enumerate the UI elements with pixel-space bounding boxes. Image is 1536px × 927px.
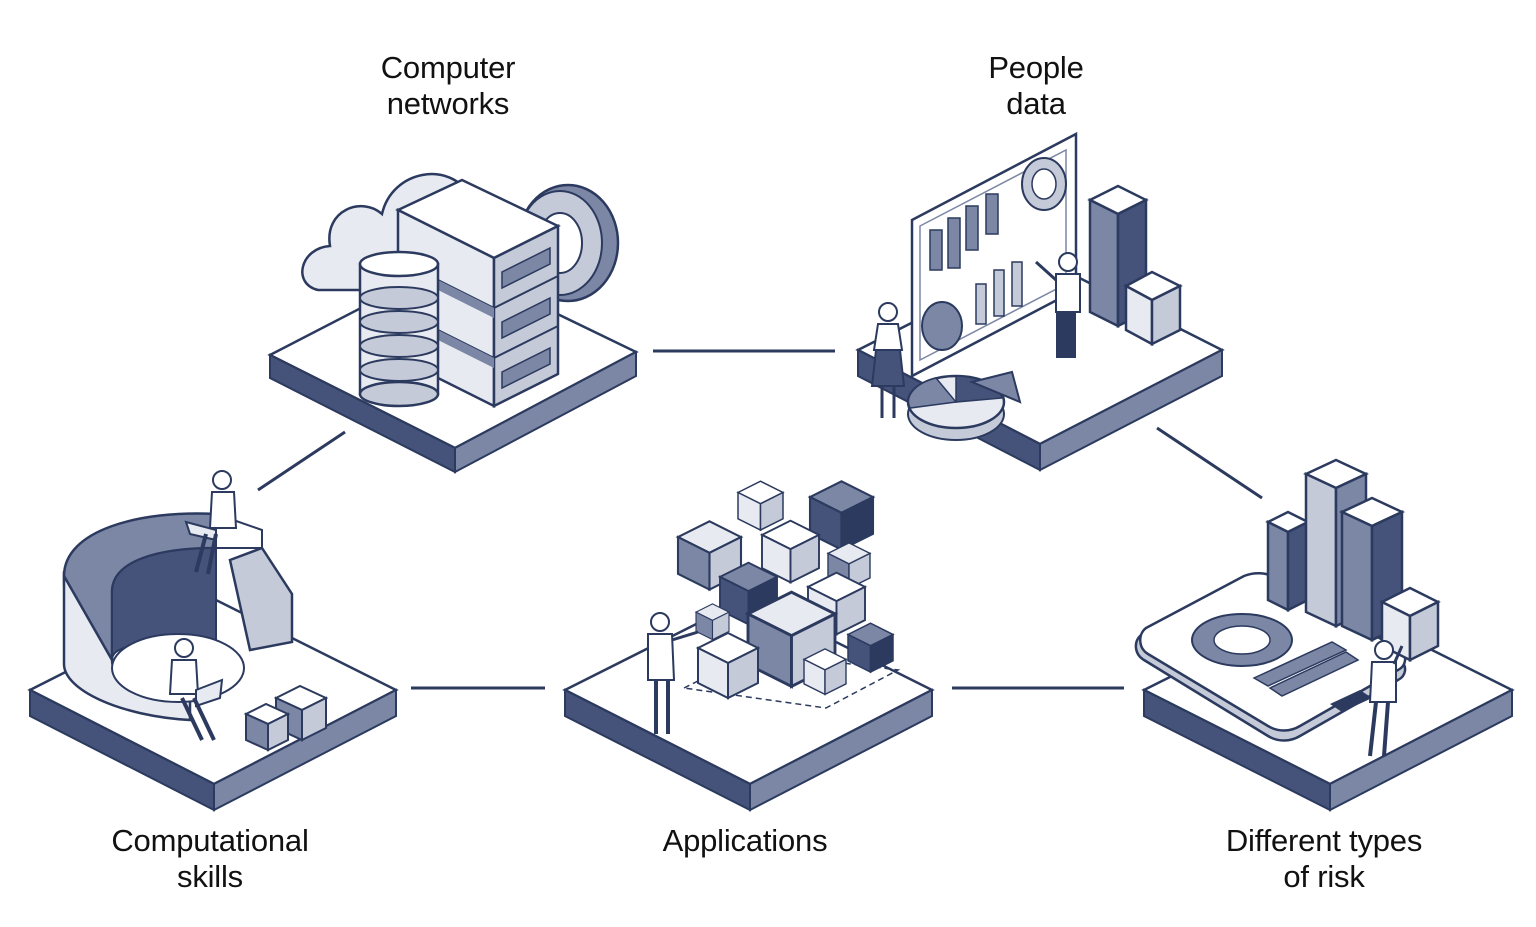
person-man-icon [1034,252,1081,358]
connectors [257,349,1263,690]
label-risk-line2: of risk [1283,859,1365,894]
person-risk-icon [1368,640,1404,757]
label-computer-networks-line1: Computer [380,50,516,85]
label-different-types-of-risk: Different types of risk [1184,823,1464,895]
smartphone-icon [1134,572,1407,742]
short-box-icon [1123,270,1183,347]
label-people-data-line1: People [988,50,1084,85]
person-applications-icon [647,612,699,734]
connector-networks-skills [257,430,346,492]
person-woman-icon [870,302,906,418]
label-risk-line1: Different types [1225,823,1423,858]
risk-bar-chart-icon [1265,458,1441,663]
boxes-icon [243,684,329,752]
label-applications-line1: Applications [662,823,828,858]
label-computational-skills: Computational skills [60,823,360,895]
cubes-icon [676,480,894,699]
label-computational-skills-line2: skills [177,859,243,894]
person-laptop-bottom-icon [168,638,224,741]
label-people-data-line2: data [1006,86,1066,121]
dashboard-board-icon [910,131,1078,379]
person-laptop-top-icon [184,470,238,575]
label-computer-networks: Computer networks [338,50,558,122]
pie-chart-icon [906,370,1022,441]
database-icon [358,250,440,408]
label-computational-skills-line1: Computational [111,823,309,858]
label-computer-networks-line2: networks [386,86,510,121]
label-people-data: People data [926,50,1146,122]
label-applications: Applications [615,823,875,859]
connector-people-risk [1156,426,1263,500]
